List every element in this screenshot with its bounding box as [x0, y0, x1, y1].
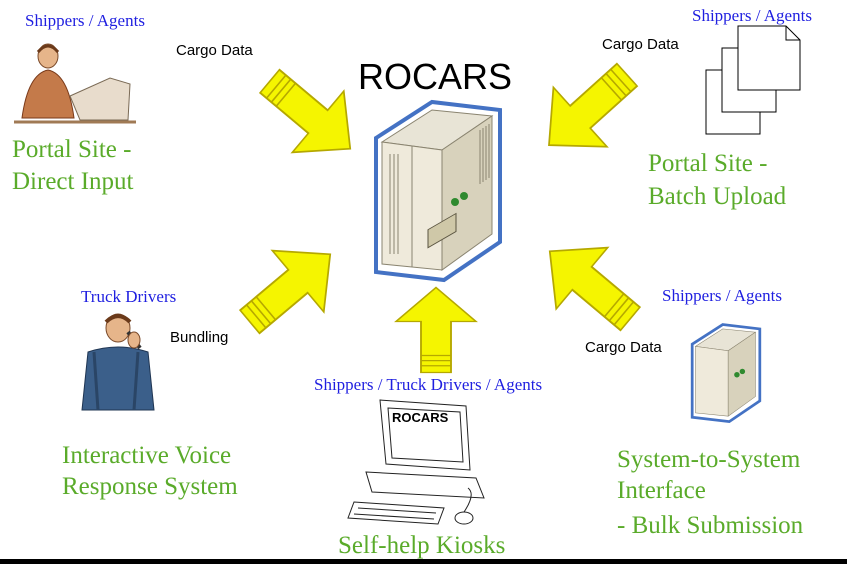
s2s-name-3: - Bulk Submission — [617, 512, 804, 539]
kiosk-computer-icon — [347, 399, 485, 525]
ivrs-flow: Bundling — [170, 329, 229, 346]
person-at-computer-icon — [14, 43, 136, 124]
s2s-name-1: System-to-System — [617, 446, 801, 473]
kiosk-screen-label: ROCARS — [392, 410, 449, 425]
diagram-title: ROCARS — [358, 56, 513, 97]
kiosk-role: Shippers / Truck Drivers / Agents — [314, 375, 543, 394]
portal-batch-role: Shippers / Agents — [692, 6, 812, 25]
portal-direct-flow: Cargo Data — [176, 42, 253, 59]
portal-direct-role: Shippers / Agents — [25, 11, 145, 30]
ivrs-role: Truck Drivers — [81, 287, 177, 306]
s2s-flow: Cargo Data — [585, 339, 662, 356]
bottom-divider — [0, 559, 847, 564]
server-icon — [690, 323, 762, 424]
portal-batch-name-2: Batch Upload — [648, 183, 787, 210]
central-server-icon — [374, 99, 502, 283]
phone-worker-icon — [81, 313, 155, 411]
portal-batch-flow: Cargo Data — [602, 36, 679, 53]
kiosk-name: Self-help Kiosks — [338, 532, 506, 559]
ivrs-name-1: Interactive Voice — [62, 442, 232, 469]
documents-icon — [705, 25, 801, 135]
portal-batch-name-1: Portal Site - — [648, 150, 768, 177]
s2s-role: Shippers / Agents — [662, 286, 782, 305]
portal-direct-name-2: Direct Input — [12, 168, 134, 195]
ivrs-name-2: Response System — [62, 473, 238, 500]
portal-direct-name-1: Portal Site - — [12, 136, 132, 163]
s2s-name-2: Interface — [617, 477, 706, 504]
